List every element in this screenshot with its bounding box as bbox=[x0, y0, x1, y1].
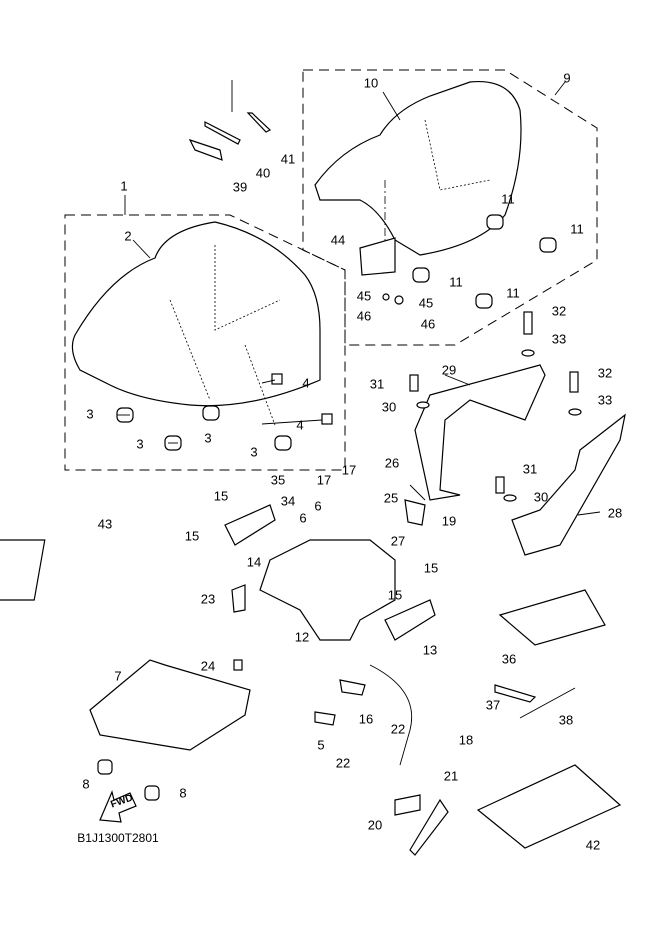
callout-22: 22 bbox=[335, 755, 351, 771]
callout-6: 6 bbox=[299, 510, 307, 526]
callout-14: 14 bbox=[246, 554, 262, 570]
callout-12: 12 bbox=[294, 629, 310, 645]
callout-3: 3 bbox=[204, 430, 212, 446]
callout-10: 10 bbox=[363, 75, 379, 91]
callout-6: 6 bbox=[314, 498, 322, 514]
callout-15: 15 bbox=[387, 587, 403, 603]
callout-16: 16 bbox=[358, 711, 374, 727]
diagram-code: B1J1300T2801 bbox=[77, 831, 159, 845]
callout-5: 5 bbox=[317, 737, 325, 753]
pillion-seat bbox=[314, 80, 522, 256]
callout-36: 36 bbox=[501, 651, 517, 667]
document-bag bbox=[498, 589, 606, 646]
callout-2: 2 bbox=[124, 228, 132, 244]
pillion-seat-group-boundary bbox=[302, 69, 598, 346]
callout-32: 32 bbox=[551, 303, 567, 319]
helmet-holder-strap bbox=[494, 684, 537, 703]
callout-11: 11 bbox=[570, 221, 584, 237]
grab-bar-left bbox=[414, 364, 546, 501]
callout-17: 17 bbox=[341, 462, 357, 478]
leader-lines bbox=[117, 81, 601, 516]
callout-29: 29 bbox=[441, 362, 457, 378]
callout-7: 7 bbox=[114, 668, 122, 684]
seat-frame-bracket bbox=[89, 659, 251, 801]
callout-46: 46 bbox=[356, 308, 372, 324]
callout-3: 3 bbox=[136, 436, 144, 452]
callout-30: 30 bbox=[533, 489, 549, 505]
callout-35: 35 bbox=[270, 472, 286, 488]
callout-39: 39 bbox=[232, 179, 248, 195]
callout-26: 26 bbox=[384, 455, 400, 471]
tool-kit bbox=[188, 80, 272, 161]
callout-31: 31 bbox=[369, 376, 385, 392]
helmet-wire bbox=[519, 687, 576, 719]
callout-21: 21 bbox=[443, 768, 459, 784]
callout-9: 9 bbox=[563, 70, 571, 86]
callout-27: 27 bbox=[390, 533, 406, 549]
seat-lock-cable bbox=[314, 664, 449, 856]
rider-seat-group-boundary bbox=[64, 214, 346, 471]
callout-37: 37 bbox=[485, 697, 501, 713]
callout-23: 23 bbox=[200, 591, 216, 607]
callout-3: 3 bbox=[250, 444, 258, 460]
callout-30: 30 bbox=[381, 399, 397, 415]
seat-lock-bracket bbox=[224, 499, 436, 641]
callout-15: 15 bbox=[213, 488, 229, 504]
callout-4: 4 bbox=[302, 375, 310, 391]
callout-19: 19 bbox=[441, 513, 457, 529]
grab-bar-right bbox=[511, 413, 626, 556]
callout-15: 15 bbox=[184, 528, 200, 544]
callout-33: 33 bbox=[597, 392, 613, 408]
callout-4: 4 bbox=[296, 417, 304, 433]
callout-24: 24 bbox=[200, 658, 216, 674]
callout-40: 40 bbox=[255, 165, 271, 181]
callout-11: 11 bbox=[449, 274, 463, 290]
callout-3: 3 bbox=[86, 406, 94, 422]
callout-20: 20 bbox=[367, 817, 383, 833]
storage-tray bbox=[476, 764, 622, 849]
callout-11: 11 bbox=[501, 191, 515, 207]
callout-15: 15 bbox=[423, 560, 439, 576]
callout-44: 44 bbox=[330, 232, 346, 248]
owners-manual bbox=[0, 539, 46, 601]
callout-33: 33 bbox=[551, 331, 567, 347]
callout-38: 38 bbox=[558, 712, 574, 728]
grab-bar-bolts bbox=[409, 311, 582, 502]
callout-31: 31 bbox=[522, 461, 538, 477]
callout-17: 17 bbox=[316, 472, 332, 488]
callout-1: 1 bbox=[120, 178, 128, 194]
forward-arrow-icon bbox=[99, 790, 137, 823]
pillion-seat-dampers bbox=[359, 214, 557, 309]
callout-46: 46 bbox=[420, 316, 436, 332]
callout-42: 42 bbox=[585, 837, 601, 853]
callout-28: 28 bbox=[607, 505, 623, 521]
callout-45: 45 bbox=[418, 295, 434, 311]
callout-22: 22 bbox=[390, 721, 406, 737]
callout-13: 13 bbox=[422, 642, 438, 658]
callout-8: 8 bbox=[82, 776, 90, 792]
callout-45: 45 bbox=[356, 288, 372, 304]
callout-25: 25 bbox=[383, 490, 399, 506]
callout-32: 32 bbox=[597, 365, 613, 381]
rider-seat bbox=[71, 221, 321, 426]
callout-18: 18 bbox=[458, 732, 474, 748]
callout-41: 41 bbox=[280, 151, 296, 167]
callout-34: 34 bbox=[280, 493, 296, 509]
callout-11: 11 bbox=[506, 285, 520, 301]
callout-8: 8 bbox=[179, 785, 187, 801]
callout-43: 43 bbox=[97, 516, 113, 532]
